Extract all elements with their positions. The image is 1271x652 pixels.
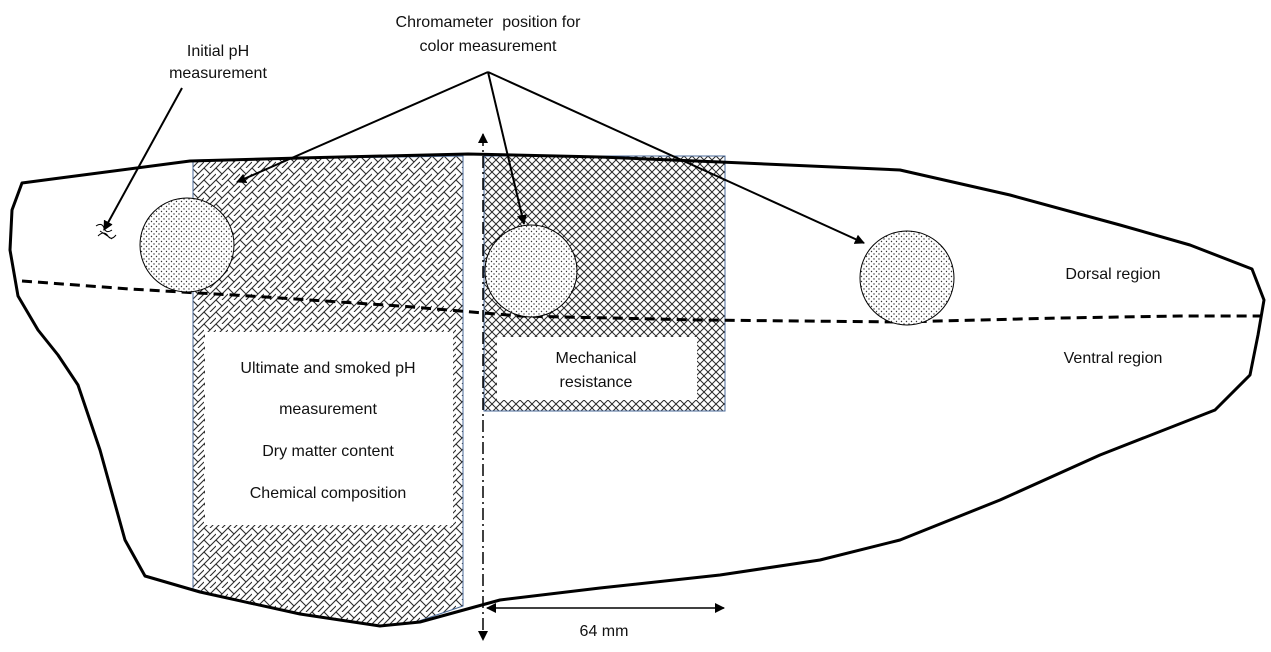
chromameter-arrow-2 (487, 71, 527, 225)
mechanical-label-line1: Mechanical (556, 350, 637, 367)
ultimate-ph-label-line1: Ultimate and smoked pH (240, 360, 415, 377)
dorsal-region-label: Dorsal region (1065, 266, 1160, 283)
chemical-composition-label: Chemical composition (250, 485, 407, 502)
dry-matter-label: Dry matter content (262, 443, 394, 460)
chromameter-spot-1 (139, 197, 235, 293)
mechanical-label-line2: resistance (560, 374, 633, 391)
mechanical-text-box (497, 337, 697, 400)
distance-label: 64 mm (580, 623, 629, 640)
initial-ph-label-line2: measurement (169, 65, 267, 82)
chromameter-label-line1: Chromameter position for (396, 14, 582, 31)
ventral-region-label: Ventral region (1064, 350, 1163, 367)
chromameter-label-line2: color measurement (420, 38, 558, 55)
ultimate-ph-label-line2: measurement (279, 401, 377, 418)
dorsal-ventral-boundary (21, 279, 1262, 324)
initial-ph-arrow (103, 87, 183, 231)
chemical-text-box (205, 332, 453, 525)
chromameter-spot-2 (484, 224, 578, 318)
initial-ph-label-line1: Initial pH (187, 43, 249, 60)
fillet-outline (8, 152, 1266, 628)
chromameter-arrow-3 (487, 71, 865, 244)
chromameter-spot-3 (859, 230, 955, 326)
chromameter-arrow-1 (236, 71, 489, 183)
